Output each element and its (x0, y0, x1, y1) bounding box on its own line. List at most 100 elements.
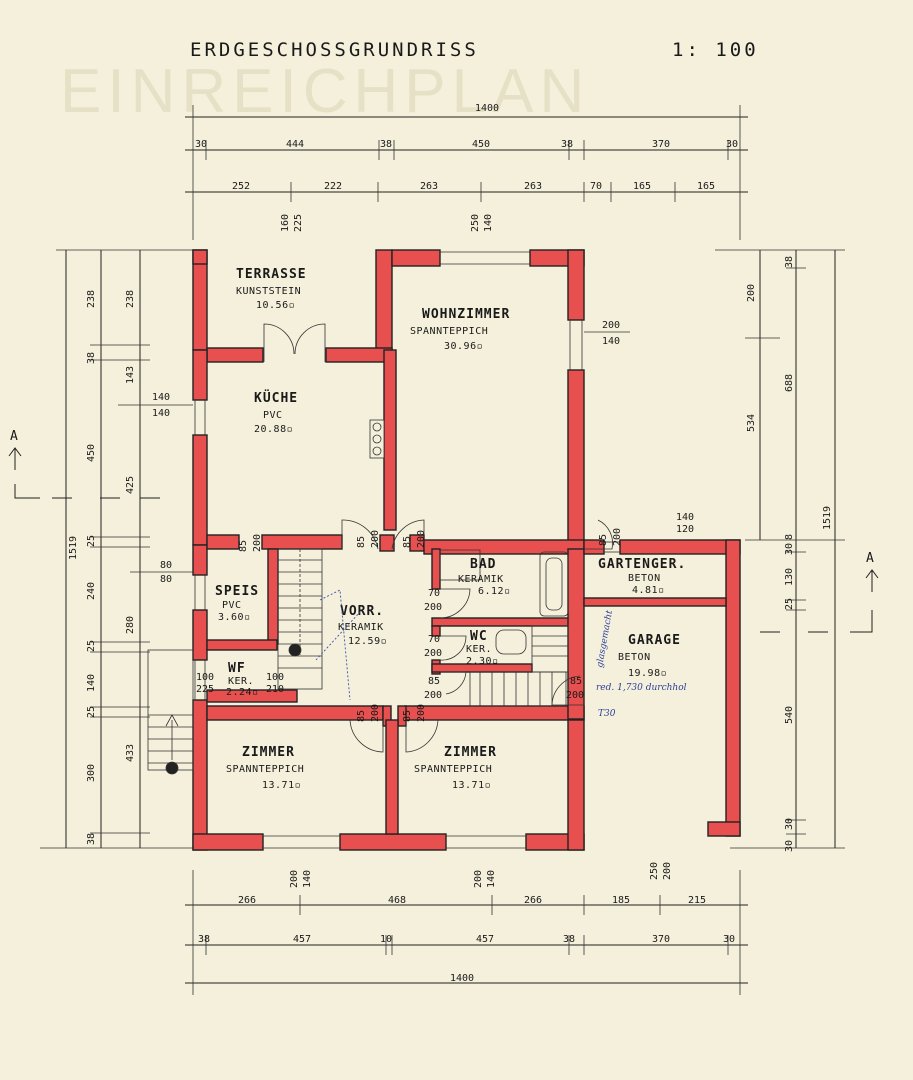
plan-title: ERDGESCHOSSGRUNDRISS (190, 39, 479, 61)
dim-left-r1-8: 300 (86, 764, 97, 782)
dim-top-r2-6: 165 (697, 181, 715, 192)
dim-right-r1-0: 38 (784, 256, 795, 268)
door-swings (263, 323, 613, 753)
room-wc-name: WC (470, 629, 488, 644)
dim-door-wohn-a: 85 (402, 536, 413, 548)
dim-win-kueche-a: 140 (152, 392, 170, 403)
dim-left-r2-2: 425 (125, 476, 136, 494)
dim-door-bad-a: 70 (428, 588, 440, 599)
dim-top-r1-0: 30 (195, 139, 207, 150)
dim-top-r1-6: 30 (726, 139, 738, 150)
room-kueche-floor: PVC (263, 410, 283, 421)
dim-right-r2-0: 200 (746, 284, 757, 302)
dim-bot-r2-5: 370 (652, 934, 670, 945)
dim-bot-r1-0: 266 (238, 895, 256, 906)
dim-top-r2-4: 70 (590, 181, 602, 192)
room-wohnzimmer-area: 30.96▫ (444, 341, 483, 352)
dim-door-garage-a: 85 (570, 676, 582, 687)
dim-right-r1-8: 30 (784, 840, 795, 852)
dim-door-wc-a: 70 (428, 634, 440, 645)
dim-door-zimmer1-b: 200 (370, 704, 381, 722)
room-kueche-name: KÜCHE (254, 390, 298, 406)
room-gartenger-floor: BETON (628, 573, 661, 584)
dim-left-r1-3: 25 (86, 535, 97, 547)
section-arrow-right-icon (865, 569, 879, 592)
room-bad-name: BAD (470, 557, 496, 572)
dim-bot-r1-4: 215 (688, 895, 706, 906)
dim-left-total: 1519 (68, 536, 79, 560)
room-vorr-area: 12.59▫ (348, 636, 387, 647)
dim-bot-r1-3: 185 (612, 895, 630, 906)
dim-wf-b: 225 (196, 684, 214, 695)
room-vorr-floor: KERAMIK (338, 622, 384, 633)
section-arrow-left-icon (8, 447, 22, 470)
dim-top-r2-0: 252 (232, 181, 250, 192)
room-speis-floor: PVC (222, 600, 242, 611)
staircase (147, 548, 569, 775)
dim-top-r1-3: 450 (472, 139, 490, 150)
bottom-dimensions: 266 468 266 185 215 38 457 10 457 38 370… (185, 862, 748, 995)
room-zimmer1-name: ZIMMER (242, 745, 295, 760)
dim-top-r2-3: 263 (524, 181, 542, 192)
dim-top-r1-2: 38 (380, 139, 392, 150)
dim-top-r1-4: 38 (561, 139, 573, 150)
dim-door-keller-b: 200 (424, 690, 442, 701)
dim-garage-door-a: 250 (649, 862, 660, 880)
dim-left-r2-4: 433 (125, 744, 136, 762)
top-dimensions: 1400 30 444 38 450 38 370 30 252 222 263… (185, 103, 748, 240)
dim-bot-r1-2: 266 (524, 895, 542, 906)
room-zimmer1-area: 13.71▫ (262, 780, 301, 791)
fixtures (369, 419, 569, 655)
dim-door-zimmer1-a: 85 (356, 710, 367, 722)
dim-door-wohn-b: 200 (416, 530, 427, 548)
dim-wf-d: 210 (266, 684, 284, 695)
room-wf-area: 2.24▫ (226, 687, 259, 698)
room-wf-floor: KER. (228, 676, 254, 687)
dim-door-speis-b: 200 (252, 534, 263, 552)
dim-top-r1-5: 370 (652, 139, 670, 150)
dim-bottom-total: 1400 (450, 973, 474, 984)
dim-top-r2-1: 222 (324, 181, 342, 192)
opening-dimensions: 200 140 140 140 80 80 100 225 100 210 14… (118, 320, 694, 722)
dim-win-top-wohn-a: 250 (470, 214, 481, 232)
dim-win-bottom-1a: 200 (289, 870, 300, 888)
dim-left-r1-4: 240 (86, 582, 97, 600)
dim-win-wohn-side-a: 200 (602, 320, 620, 331)
dim-left-r1-1: 38 (86, 352, 97, 364)
dim-win-speis-a: 80 (160, 560, 172, 571)
dim-right-r1-6: 540 (784, 706, 795, 724)
dim-win-bottom-2a: 200 (473, 870, 484, 888)
room-terrasse-area: 10.56▫ (256, 300, 295, 311)
room-garage-name: GARAGE (628, 633, 681, 648)
note-red-durchhol: red. 1,730 durchhol (596, 683, 687, 693)
dim-win-garten-b: 120 (676, 524, 694, 535)
section-marker-left: A (10, 429, 18, 444)
room-wohnzimmer-name: WOHNZIMMER (422, 307, 510, 322)
background-stamp: EINREICHPLAN (60, 57, 590, 126)
dim-right-r1-7: 30 (784, 818, 795, 830)
dim-top-r2-5: 165 (633, 181, 651, 192)
right-dimensions: 1519 38 688 8 30 130 25 540 30 30 200 53… (715, 249, 879, 852)
dim-door-bad-b: 200 (424, 602, 442, 613)
dim-door-kueche-a: 85 (356, 536, 367, 548)
room-speis-name: SPEIS (215, 584, 259, 599)
dim-door-garten-a: 85 (598, 534, 609, 546)
dim-left-r1-0: 238 (86, 290, 97, 308)
dim-bot-r2-6: 30 (723, 934, 735, 945)
room-zimmer2-name: ZIMMER (444, 745, 497, 760)
dim-left-r1-6: 140 (86, 674, 97, 692)
room-wohnzimmer-floor: SPANNTEPPICH (410, 326, 488, 337)
note-t30: T30 (598, 709, 616, 719)
dim-door-zimmer2-b: 200 (416, 704, 427, 722)
dim-bot-r2-3: 457 (476, 934, 494, 945)
dim-bot-r1-1: 468 (388, 895, 406, 906)
room-speis-area: 3.60▫ (218, 612, 251, 623)
dim-door-speis-a: 85 (238, 540, 249, 552)
dim-right-r1-2: 8 (784, 534, 795, 540)
dim-right-total: 1519 (822, 506, 833, 530)
dim-left-r1-9: 38 (86, 833, 97, 845)
room-bad-floor: KERAMIK (458, 574, 504, 585)
dim-door-keller-a: 85 (428, 676, 440, 687)
room-wc-area: 2.30▫ (466, 656, 499, 667)
dim-win-speis-b: 80 (160, 574, 172, 585)
